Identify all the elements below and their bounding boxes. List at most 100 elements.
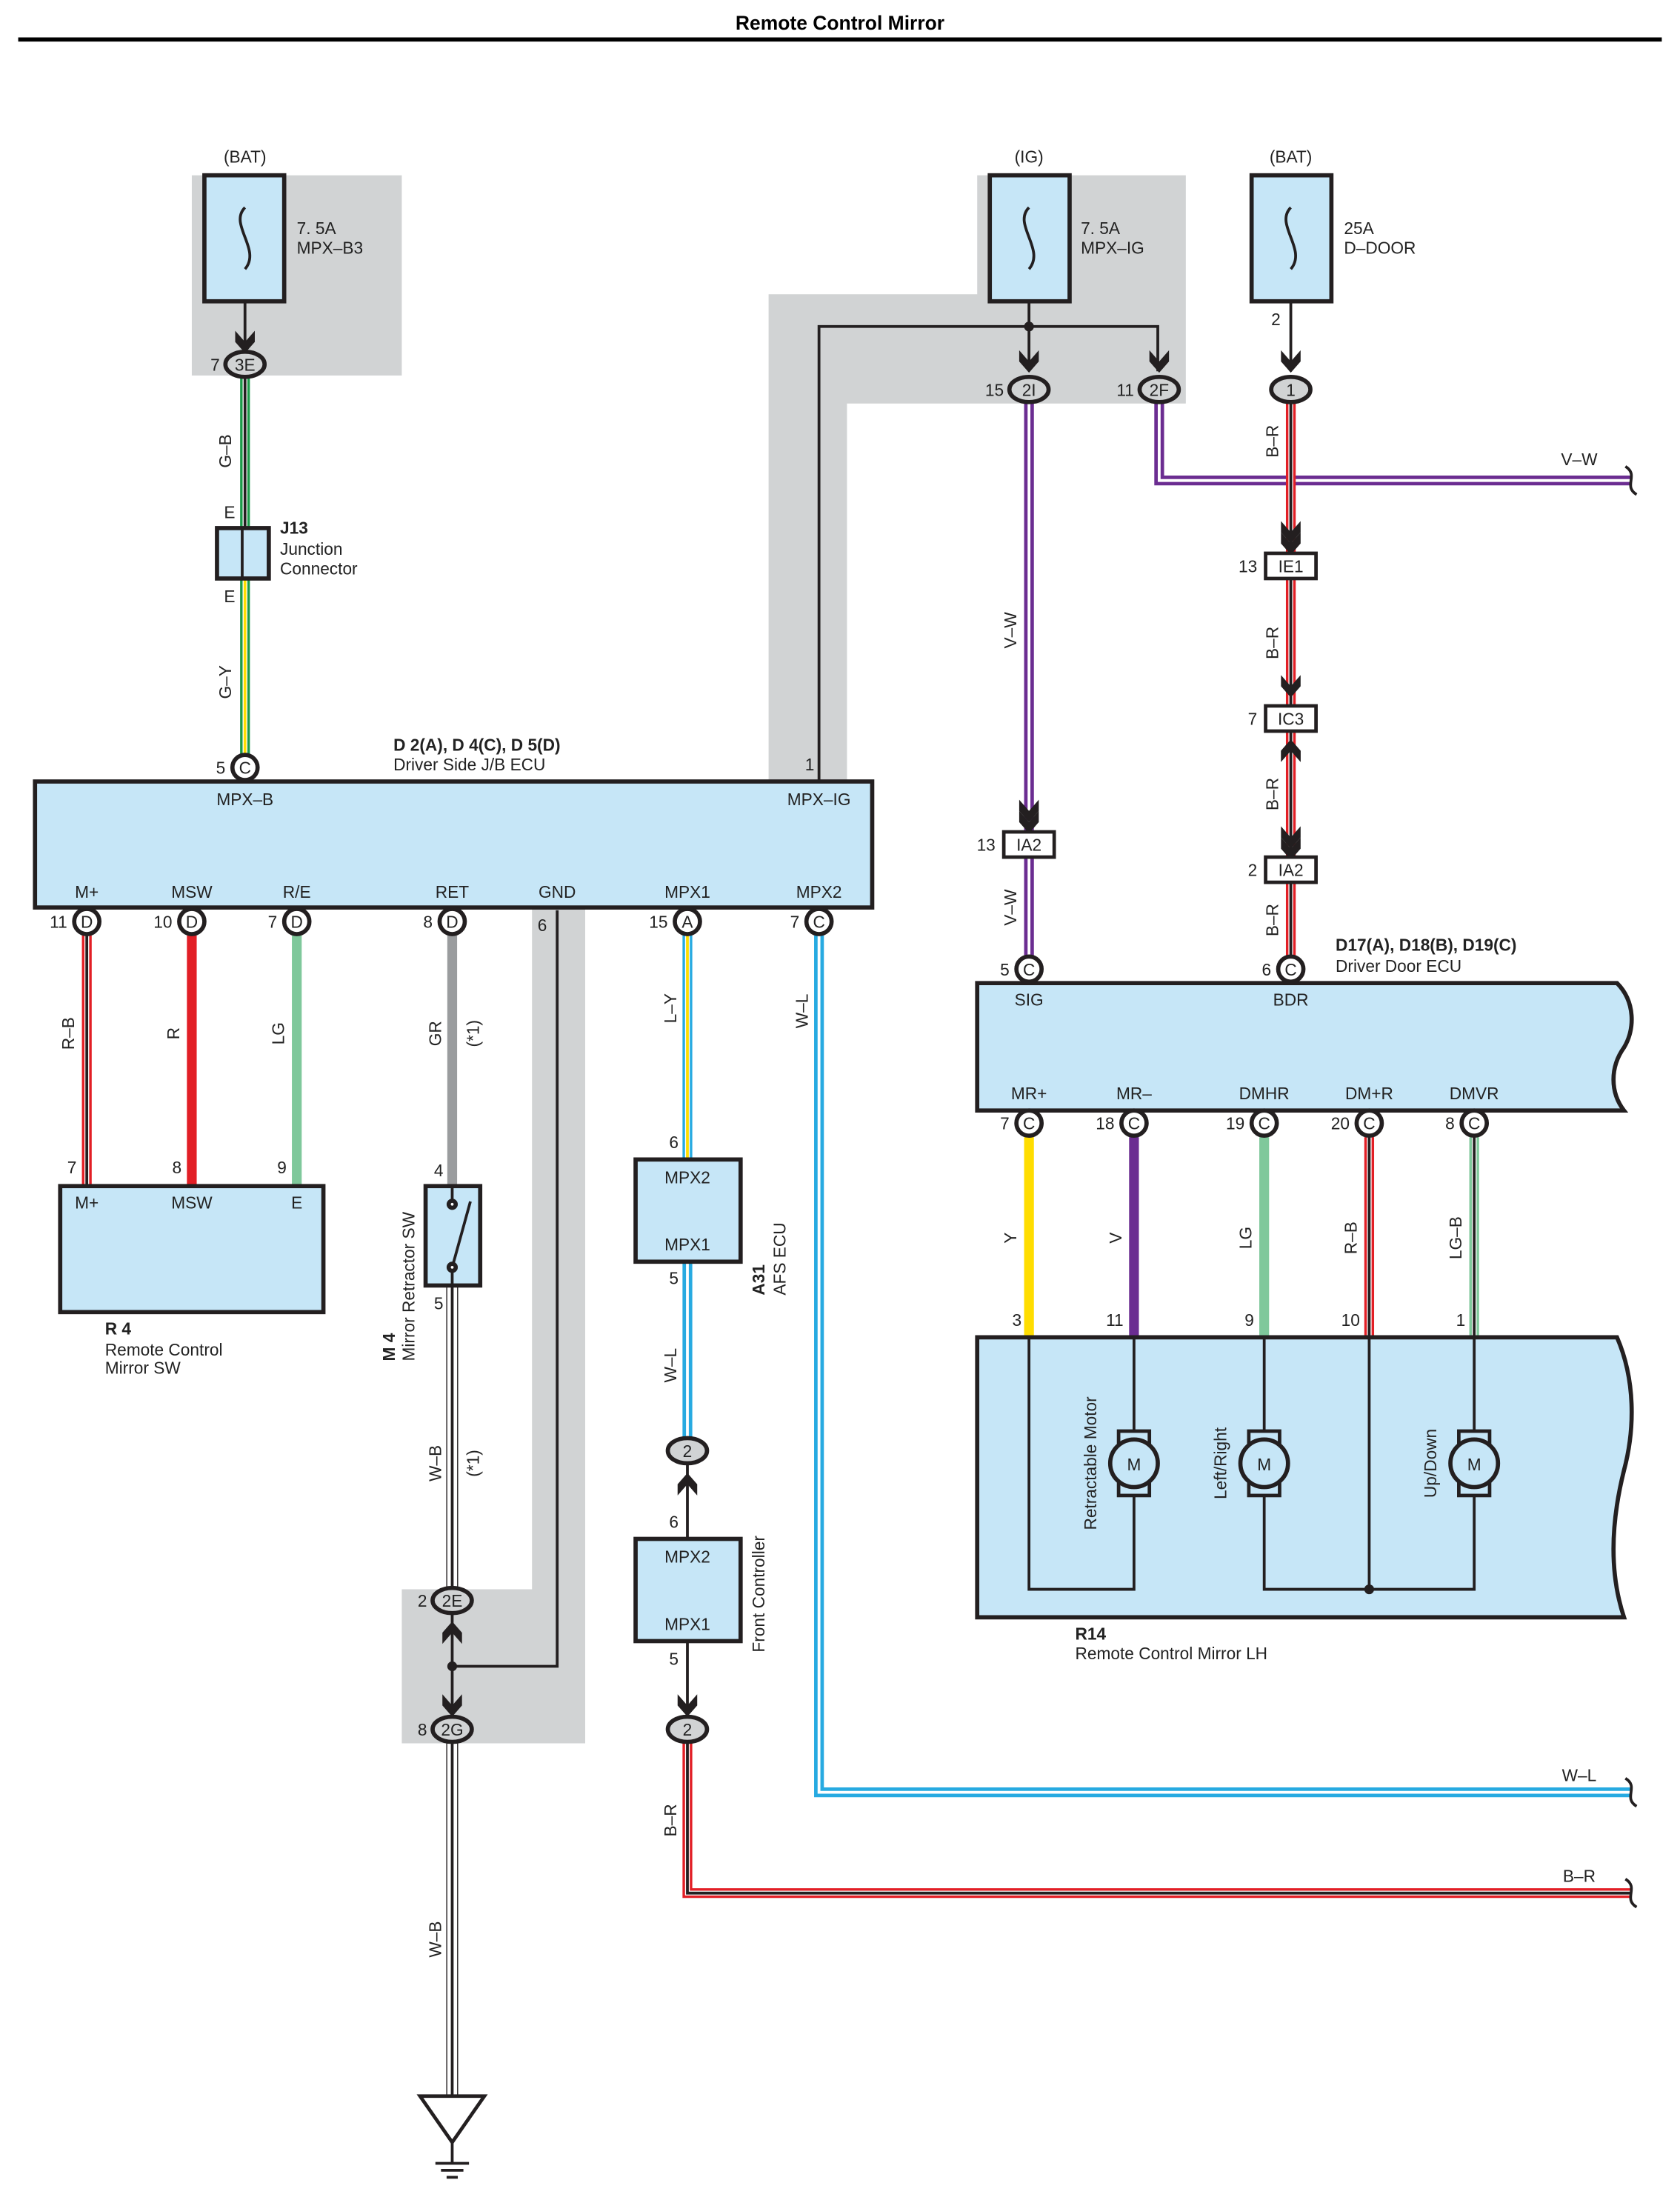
motor-icon: M (1107, 1429, 1160, 1498)
mirror-retractor-sw: 4 5 M 4 Mirror Retractor SW (379, 1161, 483, 1361)
switch-contact-icon (450, 1201, 472, 1268)
connector-label: C (813, 913, 824, 932)
component-id: D17(A), D18(B), D19(C) (1336, 936, 1516, 955)
pin-number: 5 (434, 1294, 444, 1313)
connector-pin: C5 (216, 753, 260, 782)
pin-number: 8 (1445, 1114, 1455, 1133)
internal-line (1027, 1337, 1136, 1591)
fuse-icon (1022, 206, 1036, 270)
connector-pin: A15 (649, 907, 702, 936)
fuse-source: (IG) (1015, 147, 1044, 167)
wires (81, 375, 1638, 2096)
connector-box (1264, 855, 1318, 884)
terminal-label: GND (539, 882, 576, 901)
pin-number: 7 (1248, 709, 1258, 728)
connector-pin: C8 (1445, 1108, 1490, 1139)
component-id: D 2(A), D 4(C), D 5(D) (393, 735, 560, 754)
connector-label: C (1128, 1114, 1140, 1133)
wire-label: W–B (425, 1921, 444, 1957)
component-name: Front Controller (749, 1536, 768, 1653)
motor-symbol: M (1127, 1455, 1141, 1474)
switch-body (58, 1184, 326, 1315)
motor-label: Left/Right (1211, 1427, 1230, 1499)
fuse-rating: 7. 5A (297, 219, 337, 238)
junction-connector-j13: E E J13 Junction Connector (215, 503, 358, 606)
connector-label: C (1363, 1114, 1375, 1133)
terminal-label: MR+ (1011, 1084, 1047, 1103)
connector-label: D (446, 913, 458, 932)
ig-feed-line (817, 324, 1159, 782)
wire-label: GR (425, 1021, 444, 1046)
pin-number: 11 (1116, 380, 1134, 399)
motor-symbol: M (1467, 1455, 1481, 1474)
afs-ecu: MPX2 MPX1 6 5 A31 AFS ECU (633, 1133, 789, 1296)
connector-label: 2 (683, 1720, 693, 1739)
terminal-label: MPX2 (796, 882, 842, 901)
wire-label: V (1106, 1232, 1125, 1244)
pin-number: 3 (1012, 1310, 1021, 1330)
terminal-label: MSW (171, 882, 213, 901)
pin-number: 9 (1244, 1310, 1254, 1330)
arrow-down-icon (235, 330, 255, 353)
motor-label: Up/Down (1421, 1429, 1440, 1498)
terminal-label: E (291, 1193, 302, 1212)
wire-stripe (686, 1743, 1631, 1895)
wire-label: B–R (1263, 904, 1282, 936)
wire-label: LG–B (1446, 1216, 1465, 1259)
connector-circle (1014, 1108, 1044, 1139)
wire-labels: G–B G–Y V–W V–W V–W B–R B–R B–R B–R R–B … (59, 425, 1598, 1958)
connector-oval (665, 1714, 710, 1744)
ecu-body (633, 1157, 743, 1264)
terminal-label: MSW (171, 1193, 213, 1212)
component-name: AFS ECU (770, 1222, 789, 1295)
mirror-body (975, 1335, 1634, 1620)
terminal-label: MPX2 (664, 1547, 710, 1567)
pin-number: 10 (1341, 1310, 1360, 1330)
connector-pin: D10 (153, 907, 207, 936)
wire-label: W–L (661, 1348, 680, 1383)
component-id: R14 (1076, 1624, 1107, 1644)
fuse-rating: 25A (1344, 219, 1374, 238)
wire-label: R (164, 1027, 183, 1039)
pin-number: 13 (977, 836, 996, 855)
wire-break-icon (1624, 1777, 1638, 1808)
connector-pin: D11 (50, 907, 102, 936)
fuse-name: MPX–B3 (297, 238, 363, 257)
pin-number: 7 (790, 913, 800, 932)
connector-2: 2 (665, 1436, 710, 1466)
pin-number: 2 (1248, 861, 1258, 880)
wire-stripe (817, 935, 1631, 1794)
motor-circle (1107, 1437, 1160, 1490)
pin-number: 15 (649, 913, 667, 932)
connector-3E: 3E7 (210, 349, 267, 379)
motor-circle (1238, 1437, 1290, 1490)
connector-label: C (239, 759, 251, 778)
connector-label: D (186, 913, 198, 932)
motor-icon: M (1448, 1429, 1501, 1498)
terminal-label: R/E (283, 882, 311, 901)
connector-circle (281, 907, 312, 936)
wire (1154, 403, 1638, 496)
pin-number: 7 (67, 1158, 77, 1177)
connector-oval (665, 1436, 710, 1466)
pin-number: 18 (1096, 1114, 1114, 1133)
wire-stripe (1158, 403, 1631, 482)
arrow-up-icon (677, 1473, 698, 1496)
wire (682, 1743, 1638, 1909)
connector-label: 2G (441, 1720, 463, 1739)
junction-block-shade (401, 907, 586, 1744)
connector-label: C (1258, 1114, 1270, 1133)
connector-circle (673, 907, 702, 936)
pin-number: 5 (669, 1269, 679, 1288)
driver-door-ecu: D17(A), D18(B), D19(C) Driver Door ECU S… (975, 936, 1634, 1113)
connector-1: 1 (1269, 374, 1313, 404)
pin-number: 20 (1331, 1114, 1350, 1133)
connector-pin: D7 (268, 907, 312, 936)
wire-label: B–R (1263, 627, 1282, 659)
component-name: Driver Door ECU (1336, 956, 1461, 976)
pin-number: 13 (1239, 556, 1257, 576)
pin-number: 6 (1262, 960, 1272, 979)
wire-label: Y (1001, 1233, 1020, 1244)
connector-pin: C 18 (1096, 1108, 1149, 1139)
